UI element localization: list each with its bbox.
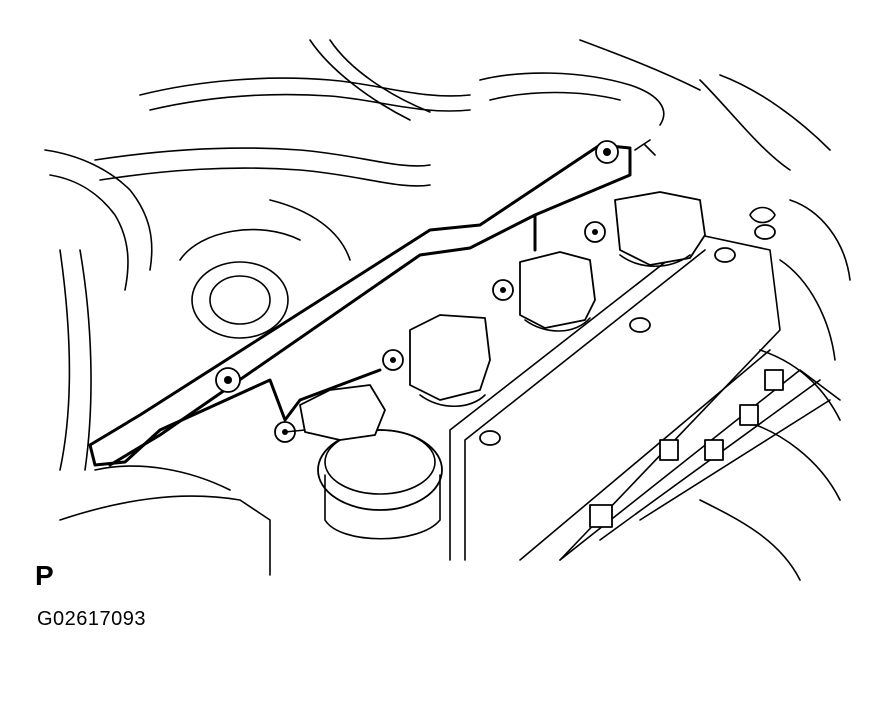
background-engine-lines <box>44 39 851 581</box>
wire-harness-bracket <box>88 139 776 467</box>
figure-code: G02617093 <box>37 608 147 630</box>
ignition-coil-3 <box>492 251 596 332</box>
ignition-coil-4 <box>584 191 706 267</box>
view-label: P <box>35 560 54 591</box>
ignition-coil-1 <box>274 384 386 443</box>
cylinder-head-cover <box>449 224 841 561</box>
oil-filler-cap <box>317 429 443 540</box>
ignition-coil-2 <box>382 314 491 407</box>
